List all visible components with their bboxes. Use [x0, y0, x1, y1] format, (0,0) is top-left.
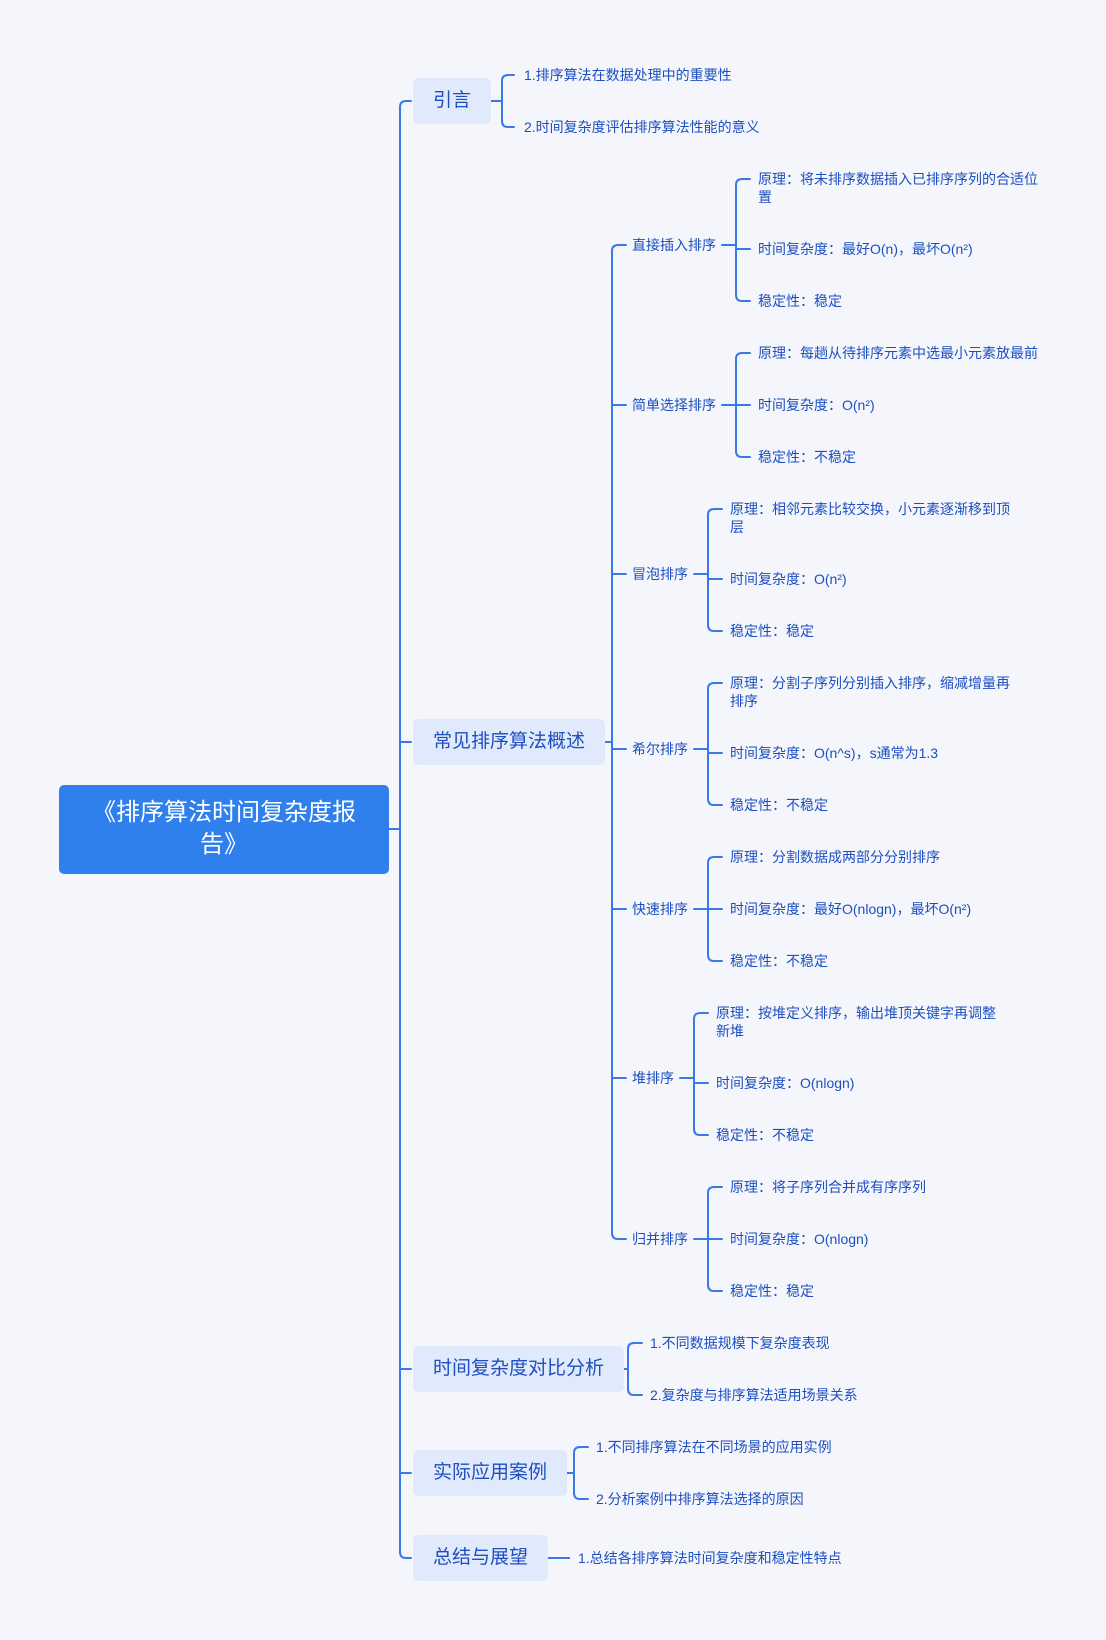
algorithm-merge-sort[interactable]: 归并排序	[632, 1231, 688, 1247]
intro-item-2[interactable]: 2.时间复杂度评估排序算法性能的意义	[524, 119, 760, 135]
merge-stability[interactable]: 稳定性：稳定	[730, 1283, 814, 1299]
algorithm-bubble-sort[interactable]: 冒泡排序	[632, 566, 688, 582]
bubble-connector	[693, 508, 723, 632]
algorithm-heap-sort[interactable]: 堆排序	[632, 1070, 674, 1086]
selection-stability[interactable]: 稳定性：不稳定	[758, 449, 856, 465]
algorithm-quick-sort[interactable]: 快速排序	[632, 901, 688, 917]
insertion-complexity[interactable]: 时间复杂度：最好O(n)，最坏O(n²)	[758, 241, 973, 257]
intro-item-1[interactable]: 1.排序算法在数据处理中的重要性	[524, 67, 732, 83]
branch-algorithms-overview[interactable]: 常见排序算法概述	[413, 719, 606, 765]
bubble-principle[interactable]: 原理：相邻元素比较交换，小元素逐渐移到顶层	[730, 501, 1010, 535]
bubble-complexity[interactable]: 时间复杂度：O(n²)	[730, 571, 847, 587]
heap-complexity[interactable]: 时间复杂度：O(nlogn)	[716, 1075, 855, 1091]
shell-complexity[interactable]: 时间复杂度：O(n^s)，s通常为1.3	[730, 745, 939, 761]
algorithm-shell-sort[interactable]: 希尔排序	[632, 741, 688, 757]
merge-connector	[693, 1186, 723, 1292]
insertion-connector	[721, 178, 751, 302]
algorithm-selection-sort[interactable]: 简单选择排序	[632, 397, 716, 413]
selection-complexity[interactable]: 时间复杂度：O(n²)	[758, 397, 875, 413]
merge-principle[interactable]: 原理：将子序列合并成有序序列	[730, 1179, 926, 1195]
cases-item-1[interactable]: 1.不同排序算法在不同场景的应用实例	[596, 1439, 832, 1455]
branch-summary-outlook[interactable]: 总结与展望	[413, 1535, 549, 1581]
intro-connector	[489, 74, 515, 128]
quick-connector	[693, 856, 723, 962]
algorithm-insertion-sort[interactable]: 直接插入排序	[632, 237, 716, 253]
selection-connector	[721, 352, 751, 458]
shell-connector	[693, 682, 723, 806]
branch-introduction[interactable]: 引言	[413, 78, 492, 124]
branch-complexity-comparison[interactable]: 时间复杂度对比分析	[413, 1346, 625, 1392]
selection-principle[interactable]: 原理：每趟从待排序元素中选最小元素放最前	[758, 345, 1038, 361]
cases-connector	[561, 1446, 589, 1500]
root-topic[interactable]: 《排序算法时间复杂度报告》	[59, 785, 389, 874]
insertion-principle[interactable]: 原理：将未排序数据插入已排序序列的合适位置	[758, 171, 1038, 205]
bubble-stability[interactable]: 稳定性：稳定	[730, 623, 814, 639]
branch-application-cases[interactable]: 实际应用案例	[413, 1450, 568, 1496]
heap-principle[interactable]: 原理：按堆定义排序，输出堆顶关键字再调整新堆	[716, 1005, 996, 1039]
cases-item-2[interactable]: 2.分析案例中排序算法选择的原因	[596, 1491, 804, 1507]
heap-connector	[679, 1012, 709, 1136]
quick-stability[interactable]: 稳定性：不稳定	[730, 953, 828, 969]
comparison-item-2[interactable]: 2.复杂度与排序算法适用场景关系	[650, 1387, 858, 1403]
merge-complexity[interactable]: 时间复杂度：O(nlogn)	[730, 1231, 869, 1247]
insertion-stability[interactable]: 稳定性：稳定	[758, 293, 842, 309]
shell-stability[interactable]: 稳定性：不稳定	[730, 797, 828, 813]
summary-item-1[interactable]: 1.总结各排序算法时间复杂度和稳定性特点	[578, 1550, 842, 1566]
shell-principle[interactable]: 原理：分割子序列分别插入排序，缩减增量再排序	[730, 675, 1010, 709]
root-connector	[388, 100, 412, 1559]
quick-complexity[interactable]: 时间复杂度：最好O(nlogn)，最坏O(n²)	[730, 901, 972, 917]
heap-stability[interactable]: 稳定性：不稳定	[716, 1127, 814, 1143]
comparison-item-1[interactable]: 1.不同数据规模下复杂度表现	[650, 1335, 830, 1351]
quick-principle[interactable]: 原理：分割数据成两部分分别排序	[730, 849, 940, 865]
